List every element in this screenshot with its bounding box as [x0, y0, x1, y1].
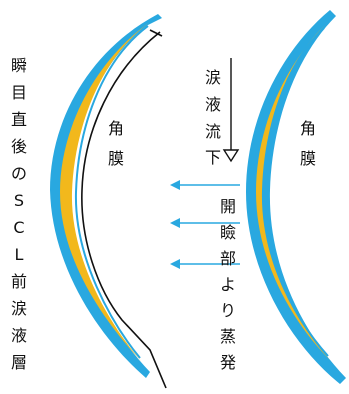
cornea-label-char: 角 — [108, 119, 124, 138]
evaporation-arrows — [170, 180, 240, 269]
evaporation-char: 部 — [220, 249, 236, 268]
evaporation-char: 蒸 — [220, 327, 236, 346]
tear-flow-char: 流 — [205, 122, 221, 141]
left-side-label: 瞬 目 直 後 の S C L 前 涙 液 層 — [11, 56, 27, 372]
evaporation-arrow — [170, 259, 240, 269]
tear-flow-char: 下 — [205, 148, 221, 167]
left-cornea-top-line — [149, 29, 163, 37]
right-tear-layer — [246, 10, 346, 384]
tear-flow-char: 涙 — [205, 68, 221, 87]
evaporation-arrow — [170, 218, 240, 228]
tear-flow-label: 涙 液 流 下 — [205, 68, 221, 167]
side-label-char: 後 — [11, 137, 27, 156]
right-lens-diagram — [246, 10, 346, 384]
evaporation-char: 発 — [220, 353, 236, 372]
side-label-char: L — [15, 245, 24, 264]
tear-flow-arrow-head — [222, 149, 240, 163]
left-cornea-line — [81, 31, 167, 389]
side-label-char: 層 — [11, 353, 27, 372]
left-lens-inner-edge — [74, 25, 149, 359]
left-cornea-label: 角 膜 — [108, 119, 124, 168]
evaporation-label: 開 瞼 部 よ り 蒸 発 — [220, 197, 236, 372]
evaporation-char: 開 — [220, 197, 236, 216]
right-lens-body — [256, 24, 330, 360]
tear-flow-char: 液 — [205, 95, 221, 114]
cornea-label-char: 膜 — [300, 149, 316, 168]
cornea-label-char: 膜 — [108, 149, 124, 168]
side-label-char: 目 — [11, 83, 27, 102]
side-label-char: 瞬 — [11, 56, 27, 75]
right-lens-inner-edge — [262, 27, 329, 357]
evaporation-char: よ — [220, 275, 236, 294]
side-label-char: 液 — [11, 326, 27, 345]
side-label-char: 前 — [11, 272, 27, 291]
left-tear-layer — [50, 14, 162, 378]
side-label-char: 涙 — [11, 299, 27, 318]
side-label-char: の — [11, 164, 27, 183]
right-cornea-label: 角 膜 — [300, 119, 316, 168]
evaporation-arrow — [170, 180, 240, 190]
left-lens-diagram — [50, 14, 167, 389]
side-label-char: C — [13, 218, 24, 237]
cornea-label-char: 角 — [300, 119, 316, 138]
side-label-char: 直 — [11, 110, 27, 129]
left-lens-body — [60, 22, 150, 362]
tear-flow-arrow — [222, 58, 240, 163]
evaporation-char: 瞼 — [220, 223, 236, 242]
side-label-char: S — [14, 191, 24, 210]
evaporation-char: り — [220, 301, 236, 320]
